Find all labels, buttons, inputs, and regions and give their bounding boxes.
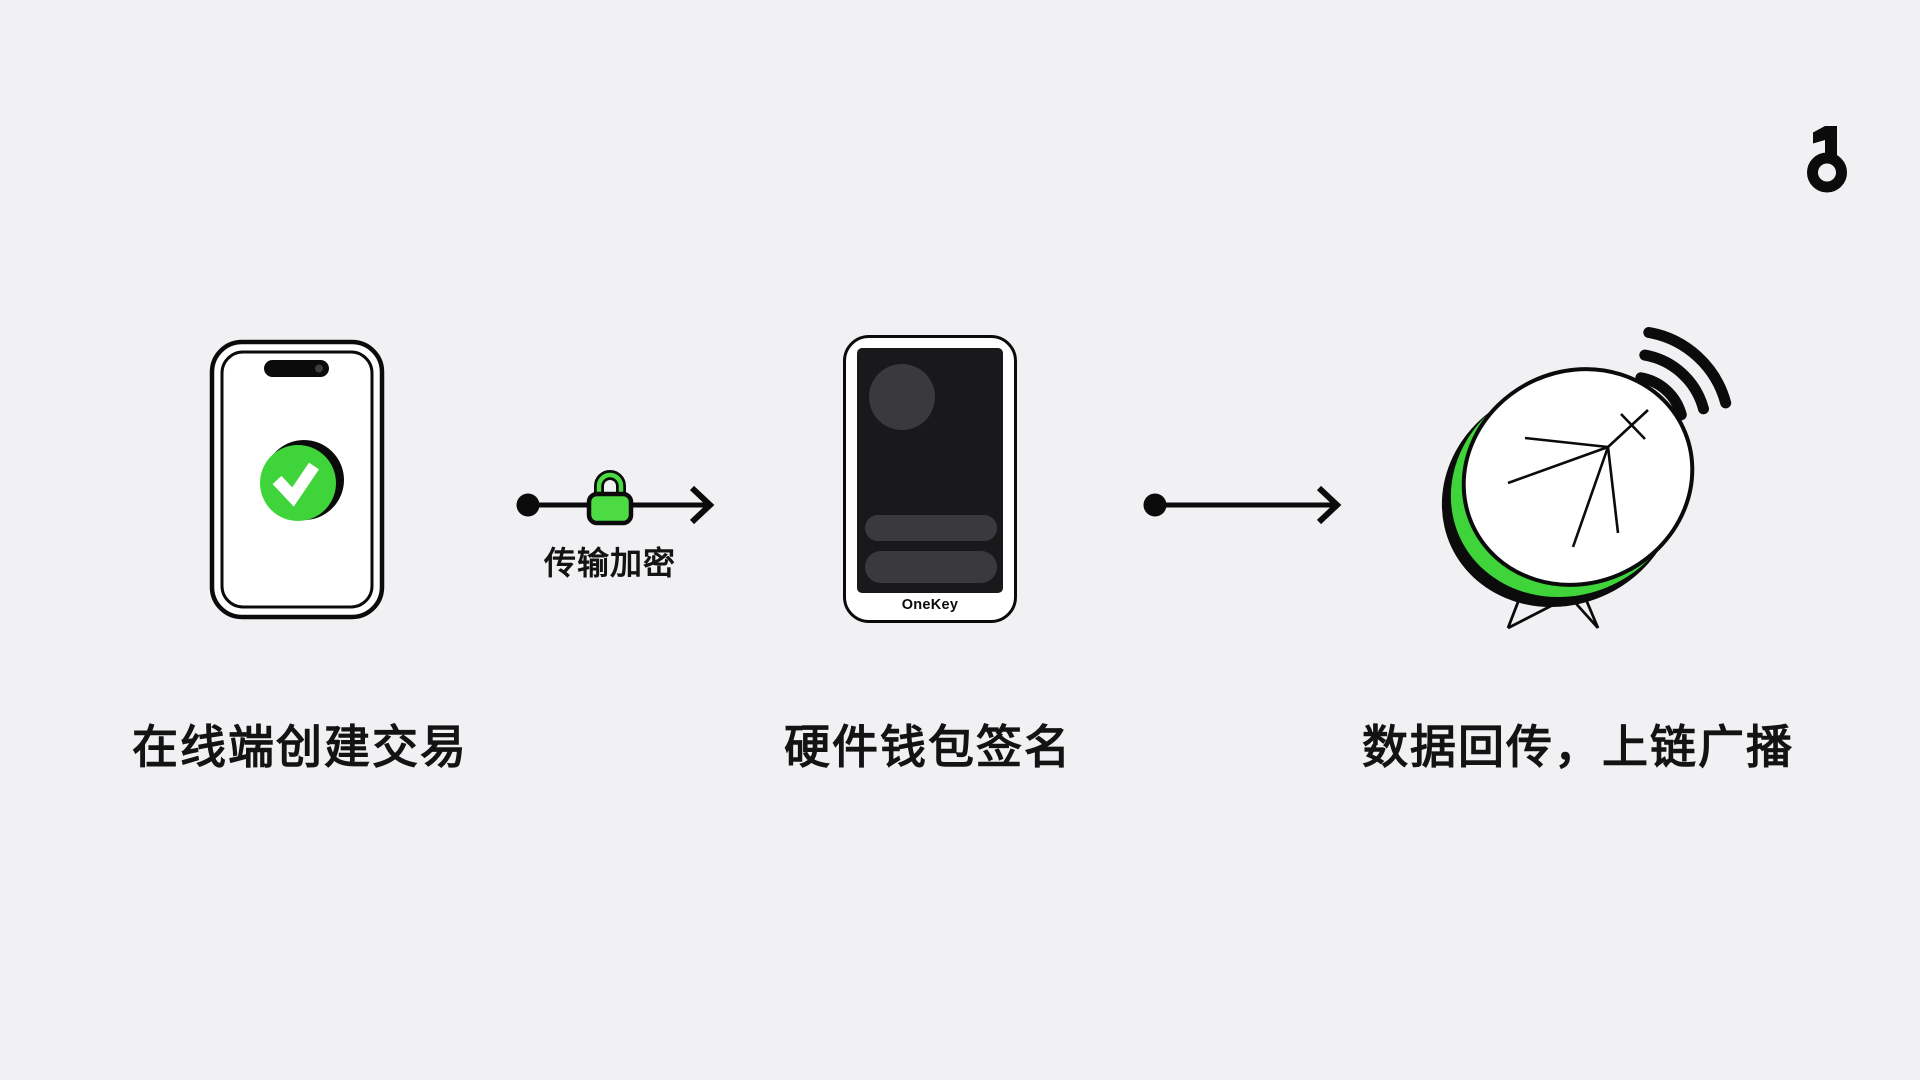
flow-arrow-icon <box>1143 485 1342 525</box>
hardware-wallet-icon: OneKey <box>843 335 1017 623</box>
phone-notch <box>264 360 329 377</box>
onekey-logo-icon <box>1807 126 1847 193</box>
device-screen-pill <box>865 551 997 583</box>
satellite-dish-icon <box>1441 327 1732 630</box>
arrow-head <box>689 485 715 525</box>
step-caption-2: 硬件钱包签名 <box>784 721 1072 773</box>
device-brand-label: OneKey <box>901 597 959 613</box>
encrypted-arrow-icon <box>516 470 715 526</box>
arrow-dot <box>516 493 540 517</box>
lock-icon <box>586 491 634 526</box>
lock-shackle <box>596 472 624 498</box>
check-mark-icon <box>272 462 319 507</box>
encrypt-label: 传输加密 <box>543 545 676 581</box>
device-screen <box>857 348 1003 593</box>
device-screen-circle <box>869 364 935 430</box>
arrow-dot <box>1143 493 1167 517</box>
step-caption-3: 数据回传，上链广播 <box>1362 721 1794 773</box>
device-screen-pill <box>865 515 997 541</box>
dish-feed-struts <box>1507 409 1649 548</box>
signal-waves-icon <box>1635 327 1732 421</box>
phone-camera-dot <box>315 364 323 373</box>
phone-check-icon <box>209 339 385 620</box>
arrow-head <box>1316 485 1342 525</box>
step-caption-1: 在线端创建交易 <box>132 721 468 773</box>
